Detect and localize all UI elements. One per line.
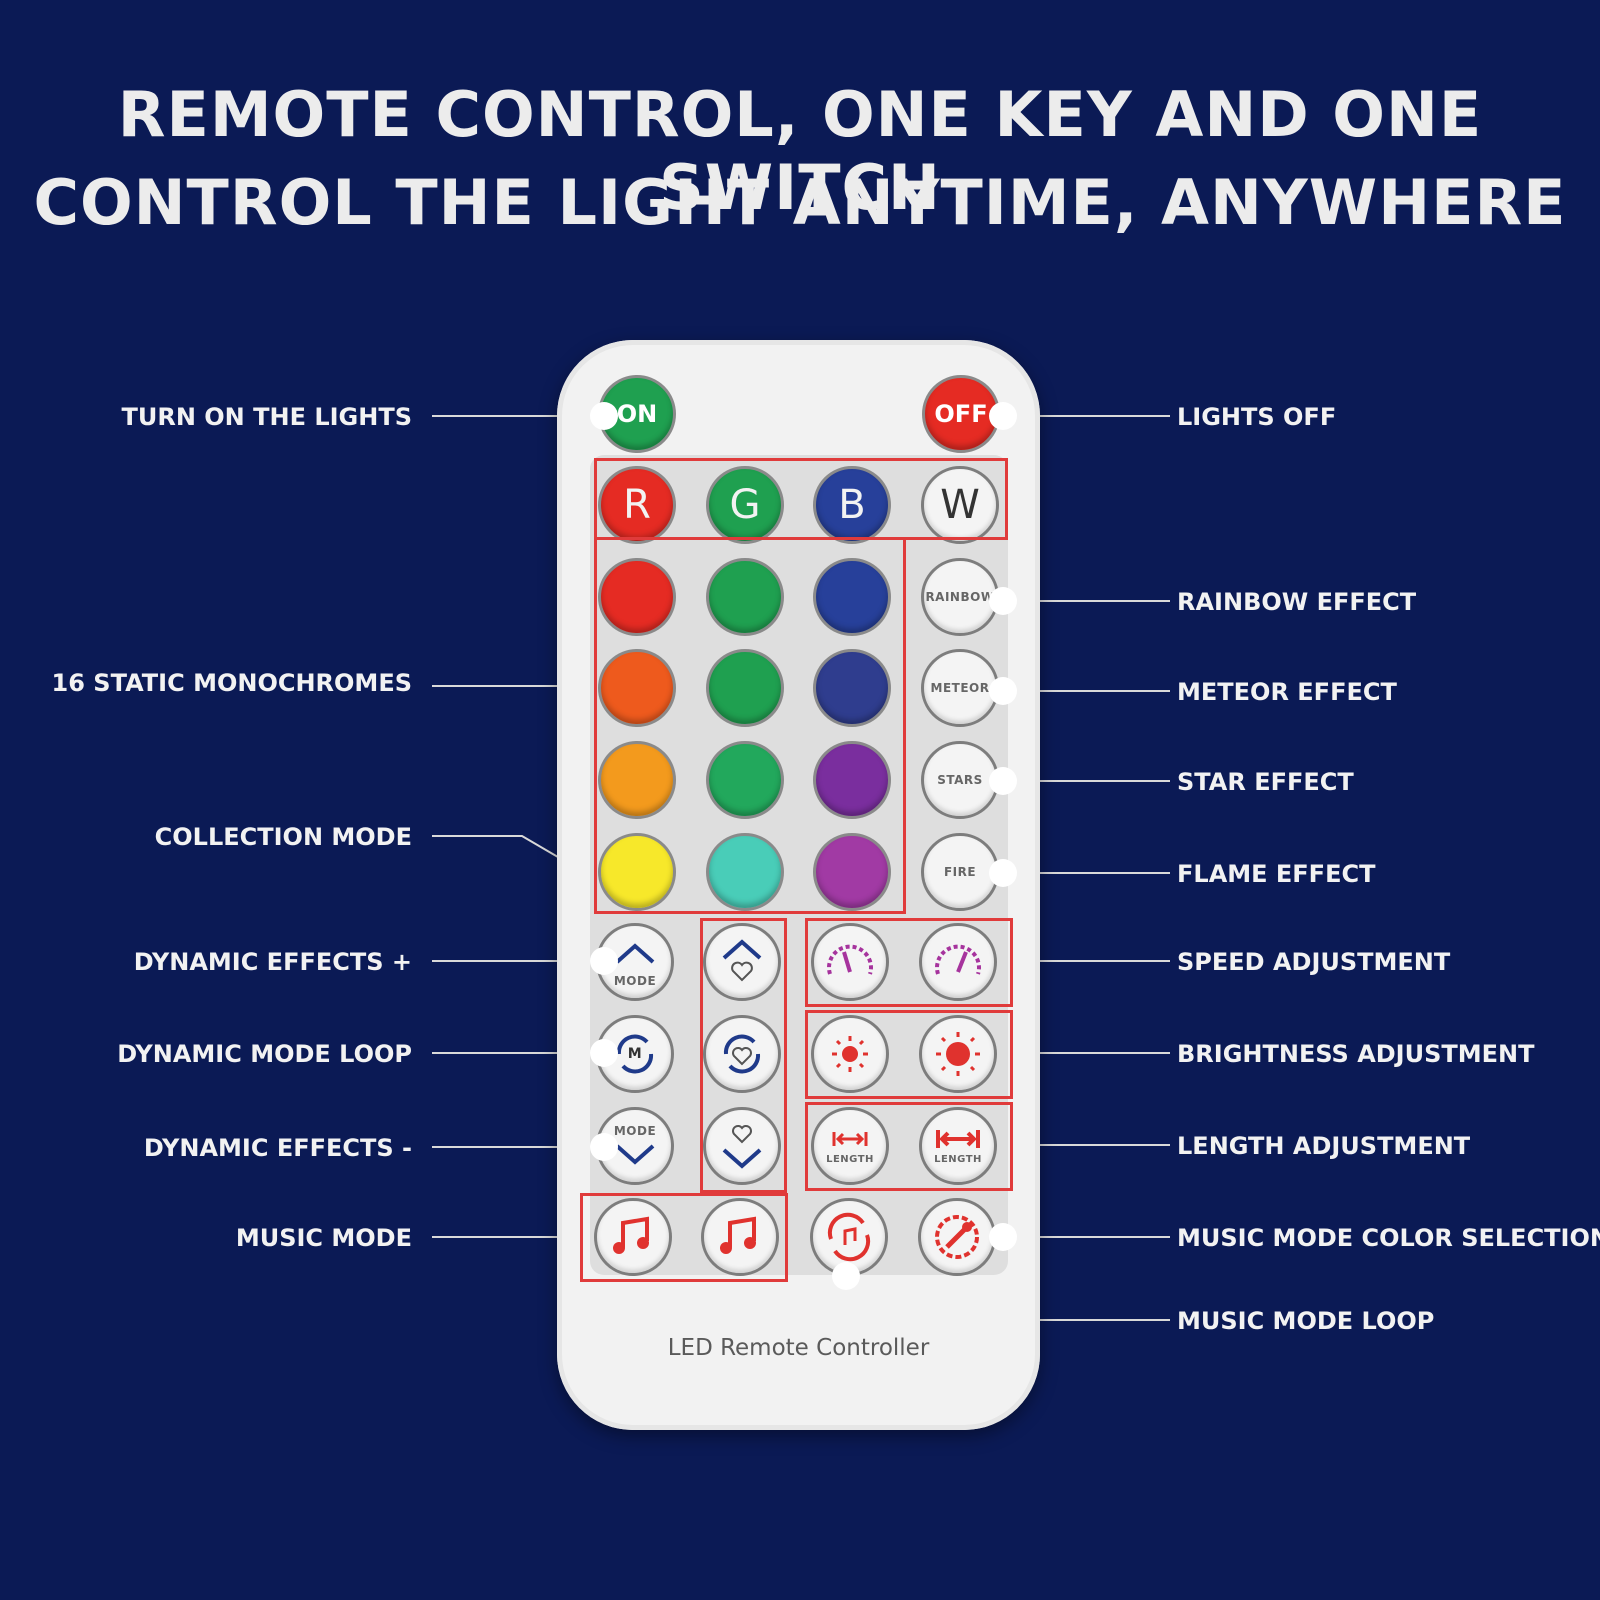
label-turn-on: TURN ON THE LIGHTS (121, 403, 413, 431)
headline-line-2: CONTROL THE LIGHT ANYTIME, ANYWHERE (33, 166, 1567, 239)
meteor-button[interactable]: METEOR (921, 649, 999, 727)
mode-up-button[interactable]: MODE (596, 923, 674, 1001)
sun-large-icon (936, 1032, 980, 1076)
label-star: STAR EFFECT (1177, 768, 1354, 796)
music-prev-button[interactable] (594, 1198, 672, 1276)
label-music-mode: MUSIC MODE (235, 1224, 412, 1252)
off-button[interactable]: OFF (922, 375, 1000, 453)
brightness-down-button[interactable] (811, 1015, 889, 1093)
color-swatch-button[interactable] (598, 833, 676, 911)
fire-button[interactable]: FIRE (921, 833, 999, 911)
collection-down-button[interactable] (703, 1107, 781, 1185)
color-swatch-button[interactable] (813, 833, 891, 911)
chevron-down-heart-icon (722, 1125, 762, 1169)
rainbow-button-label: RAINBOW (925, 590, 995, 604)
remote-caption: LED Remote Controller (667, 1335, 930, 1361)
music-next-button[interactable] (701, 1198, 779, 1276)
speed-down-button[interactable] (811, 923, 889, 1001)
length-up-label: LENGTH (934, 1154, 982, 1165)
meteor-button-label: METEOR (930, 681, 990, 695)
color-swatch-button[interactable] (813, 649, 891, 727)
music-note-next-icon (720, 1216, 756, 1254)
chevron-up-icon (615, 943, 655, 964)
music-note-prev-icon (613, 1216, 649, 1254)
music-color-button[interactable] (918, 1198, 996, 1276)
off-button-label: OFF (934, 400, 988, 428)
speedometer-fast-icon (935, 944, 981, 975)
white-button[interactable]: W (921, 466, 999, 544)
color-swatch-button[interactable] (598, 741, 676, 819)
length-down-label: LENGTH (826, 1154, 874, 1165)
rainbow-button[interactable]: RAINBOW (921, 558, 999, 636)
length-arrows-icon (832, 1132, 868, 1146)
sun-small-icon (832, 1036, 868, 1072)
red-button-label: R (623, 482, 651, 528)
music-cycle-icon (827, 1212, 871, 1262)
green-button[interactable]: G (706, 466, 784, 544)
length-down-button[interactable]: LENGTH (811, 1107, 889, 1185)
collection-loop-button[interactable] (703, 1015, 781, 1093)
speed-up-button[interactable] (919, 923, 997, 1001)
chevron-up-heart-icon (722, 939, 762, 982)
mode-down-label: MODE (613, 1124, 657, 1138)
length-up-button[interactable]: LENGTH (919, 1107, 997, 1185)
chevron-down-icon (615, 1144, 655, 1165)
speedometer-slow-icon (827, 944, 873, 975)
eyedropper-icon (935, 1215, 979, 1259)
length-arrows-wide-icon (936, 1130, 980, 1148)
stars-button-label: STARS (937, 773, 983, 787)
color-swatch-button[interactable] (706, 741, 784, 819)
label-static-colors: 16 STATIC MONOCHROMES (51, 669, 412, 697)
label-speed: SPEED ADJUSTMENT (1177, 948, 1451, 976)
label-music-loop: MUSIC MODE LOOP (1177, 1307, 1435, 1335)
cycle-arrows-icon (616, 1034, 654, 1074)
collection-up-button[interactable] (703, 923, 781, 1001)
color-swatch-button[interactable] (706, 833, 784, 911)
label-length: LENGTH ADJUSTMENT (1177, 1132, 1471, 1160)
label-music-color: MUSIC MODE COLOR SELECTION (1177, 1224, 1600, 1252)
label-dynamic-plus: DYNAMIC EFFECTS + (133, 948, 412, 976)
color-swatch-button[interactable] (598, 649, 676, 727)
green-button-label: G (729, 482, 761, 528)
mode-down-button[interactable]: MODE (596, 1107, 674, 1185)
label-meteor: METEOR EFFECT (1177, 678, 1397, 706)
label-lights-off: LIGHTS OFF (1177, 403, 1337, 431)
label-dynamic-loop: DYNAMIC MODE LOOP (117, 1040, 412, 1068)
color-swatch-button[interactable] (813, 558, 891, 636)
headline-line-1: REMOTE CONTROL, ONE KEY AND ONE SWITCH (117, 78, 1483, 224)
label-dynamic-minus: DYNAMIC EFFECTS - (143, 1134, 412, 1162)
label-rainbow: RAINBOW EFFECT (1177, 588, 1417, 616)
mode-loop-label: M (627, 1046, 643, 1062)
label-flame: FLAME EFFECT (1177, 860, 1376, 888)
fire-button-label: FIRE (943, 865, 977, 879)
cycle-heart-icon (723, 1034, 761, 1074)
color-swatch-button[interactable] (598, 558, 676, 636)
white-button-label: W (940, 482, 980, 528)
on-button-label: ON (616, 400, 658, 428)
on-button[interactable]: ON (598, 375, 676, 453)
color-swatch-button[interactable] (813, 741, 891, 819)
stars-button[interactable]: STARS (921, 741, 999, 819)
label-brightness: BRIGHTNESS ADJUSTMENT (1177, 1040, 1535, 1068)
color-swatch-button[interactable] (706, 649, 784, 727)
mode-loop-button[interactable]: M (596, 1015, 674, 1093)
brightness-up-button[interactable] (919, 1015, 997, 1093)
label-collection-mode: COLLECTION MODE (154, 823, 412, 851)
music-loop-button[interactable] (810, 1198, 888, 1276)
blue-button-label: B (838, 482, 866, 528)
mode-up-label: MODE (613, 974, 657, 988)
color-swatch-button[interactable] (706, 558, 784, 636)
blue-button[interactable]: B (813, 466, 891, 544)
red-button[interactable]: R (598, 466, 676, 544)
